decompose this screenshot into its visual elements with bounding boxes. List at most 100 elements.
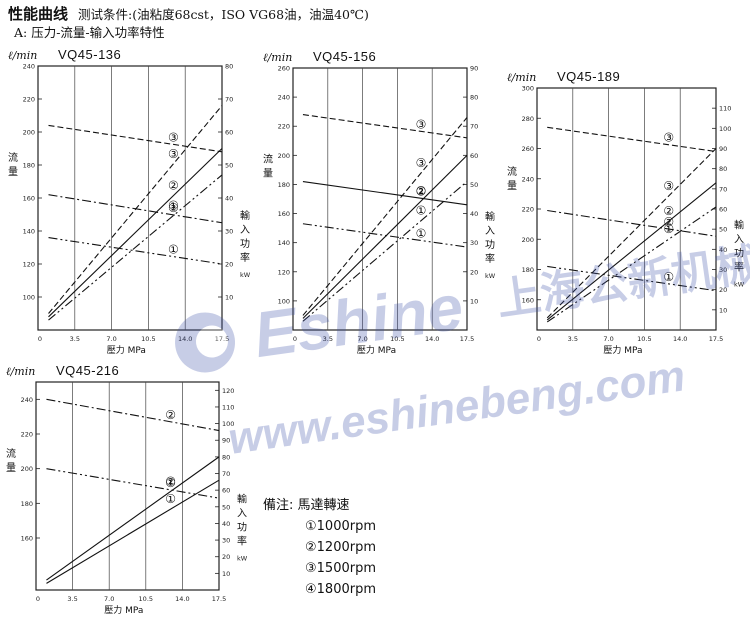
y-tick-label: 100 xyxy=(23,294,35,302)
y2-tick-label: 30 xyxy=(470,239,478,247)
x-tick-label: 0 xyxy=(36,595,40,603)
series-line xyxy=(46,398,220,432)
y2-axis-label: 入 xyxy=(240,225,250,236)
series-marker-label: ③ xyxy=(416,117,427,131)
x-axis-label: 壓力 MPa xyxy=(107,344,146,356)
y2-tick-label: 80 xyxy=(470,94,478,102)
y-unit-label: ℓ/min xyxy=(263,51,292,64)
series-marker-label: ① xyxy=(168,199,179,213)
plot-frame xyxy=(292,67,468,331)
series-line xyxy=(547,265,717,292)
y2-unit-label: kW xyxy=(734,280,745,288)
y-tick-label: 160 xyxy=(23,195,35,203)
y2-unit-label: kW xyxy=(237,555,248,563)
y2-tick-label: 90 xyxy=(470,65,478,73)
y-tick-label: 180 xyxy=(21,500,33,508)
y2-axis-label: 輸 xyxy=(734,218,744,231)
y2-tick-label: 70 xyxy=(719,185,727,193)
y-tick-label: 240 xyxy=(522,175,534,183)
series-marker-label: ② xyxy=(663,215,674,229)
y2-tick-label: 40 xyxy=(470,210,478,218)
y2-axis-label: 率 xyxy=(237,535,247,548)
y-tick-label: 100 xyxy=(278,297,290,305)
y2-tick-label: 100 xyxy=(222,420,234,428)
y-tick-label: 280 xyxy=(522,115,534,123)
y-tick-label: 140 xyxy=(278,239,290,247)
x-tick-label: 10.5 xyxy=(139,595,153,603)
y2-axis-label: 功 xyxy=(237,522,247,534)
x-tick-label: 7.0 xyxy=(357,335,367,343)
x-tick-label: 10.5 xyxy=(637,335,651,343)
series-marker-label: ① xyxy=(165,492,176,506)
section-subtitle: A: 压力-流量-输入功率特性 xyxy=(14,25,165,40)
y-unit-label: ℓ/min xyxy=(6,365,35,378)
series-marker-label: ③ xyxy=(416,156,427,170)
series-line xyxy=(46,456,220,581)
series-line xyxy=(46,468,220,499)
notes-block: 備注: 馬達轉速 ①1000rpm ②1200rpm ③1500rpm ④180… xyxy=(263,494,376,597)
series-line xyxy=(302,117,468,316)
x-tick-label: 17.5 xyxy=(212,595,226,603)
y2-tick-label: 30 xyxy=(225,228,233,236)
y2-tick-label: 60 xyxy=(225,129,233,137)
y2-tick-label: 50 xyxy=(719,226,727,234)
y-tick-label: 160 xyxy=(278,210,290,218)
y-axis-label: 量 xyxy=(6,462,16,474)
x-tick-label: 7.0 xyxy=(106,335,116,343)
y2-tick-label: 60 xyxy=(470,152,478,160)
x-tick-label: 14.0 xyxy=(178,335,192,343)
x-tick-label: 3.5 xyxy=(67,595,77,603)
y2-tick-label: 70 xyxy=(470,123,478,131)
series-marker-label: ① xyxy=(416,227,427,241)
y2-axis-label: 輸 xyxy=(485,210,495,223)
series-line xyxy=(547,209,717,237)
y2-tick-label: 110 xyxy=(222,403,234,411)
series-marker-label: ② xyxy=(416,184,427,198)
y2-axis-label: 入 xyxy=(485,226,495,237)
y-tick-label: 180 xyxy=(23,162,35,170)
y2-axis-label: 入 xyxy=(237,509,247,520)
x-tick-label: 17.5 xyxy=(215,335,229,343)
y2-tick-label: 30 xyxy=(222,537,230,545)
y2-tick-label: 120 xyxy=(222,387,234,395)
x-tick-label: 3.5 xyxy=(70,335,80,343)
series-line xyxy=(48,124,223,153)
plot-frame xyxy=(35,381,220,591)
y2-tick-label: 70 xyxy=(225,96,233,104)
y-tick-label: 160 xyxy=(21,535,33,543)
y2-axis-label: 率 xyxy=(734,260,744,273)
x-tick-label: 3.5 xyxy=(323,335,333,343)
y-tick-label: 300 xyxy=(522,85,534,93)
y-tick-label: 120 xyxy=(23,261,35,269)
y2-tick-label: 10 xyxy=(719,306,727,314)
y2-axis-label: 輸 xyxy=(237,493,247,506)
y2-axis-label: 功 xyxy=(485,239,495,251)
y2-tick-label: 90 xyxy=(719,145,727,153)
page-title: 性能曲线 xyxy=(8,5,69,23)
series-marker-label: ② xyxy=(168,179,179,193)
y2-tick-label: 10 xyxy=(470,297,478,305)
chart-title: VQ45-216 xyxy=(56,363,119,378)
x-tick-label: 14.0 xyxy=(673,335,687,343)
series-marker-label: ② xyxy=(416,184,427,198)
y-unit-label: ℓ/min xyxy=(8,49,37,62)
y2-unit-label: kW xyxy=(240,271,251,279)
y-tick-label: 180 xyxy=(522,266,534,274)
y-tick-label: 120 xyxy=(278,268,290,276)
y-axis-label: 量 xyxy=(8,166,18,178)
y2-axis-label: 輸 xyxy=(240,209,250,222)
y-tick-label: 260 xyxy=(278,65,290,73)
x-tick-label: 0 xyxy=(293,335,297,343)
y-tick-label: 200 xyxy=(23,129,35,137)
chart-title: VQ45-189 xyxy=(557,69,620,84)
y2-axis-label: 率 xyxy=(485,252,495,265)
y2-axis-label: 率 xyxy=(240,251,250,264)
x-tick-label: 0 xyxy=(537,335,541,343)
series-marker-label: ② xyxy=(663,204,674,218)
x-tick-label: 3.5 xyxy=(568,335,578,343)
y-tick-label: 260 xyxy=(522,145,534,153)
chart-title: VQ45-156 xyxy=(313,49,376,64)
series-line xyxy=(48,237,223,265)
